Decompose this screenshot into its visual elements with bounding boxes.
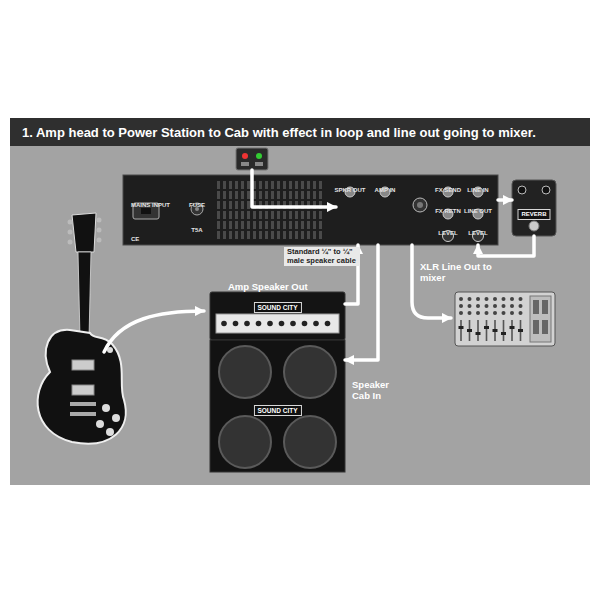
- callout-label: Amp Speaker Out: [228, 282, 308, 293]
- panel-label: MAINS INPUT: [131, 202, 170, 209]
- amp-head-body: [210, 292, 345, 340]
- panel-label: FX RETN: [435, 208, 461, 215]
- speaker-cab-body: [210, 340, 345, 472]
- mixer-controls: [459, 297, 549, 341]
- panel-label: LEVEL: [468, 230, 487, 237]
- cable-note: Standard ¼" to ¼" male speaker cable: [284, 247, 360, 266]
- logo-text: SOUND CITY: [253, 405, 301, 416]
- callout-label: XLR Line Out to mixer: [420, 262, 492, 284]
- cable-connector: [498, 198, 512, 202]
- speaker-cab: SOUND CITY: [210, 340, 345, 472]
- cable: [104, 170, 451, 352]
- mixer: [455, 292, 555, 346]
- panel-label: CE: [131, 236, 139, 243]
- reverb-pedal: REVERB: [512, 180, 556, 236]
- footswitch: [236, 148, 268, 170]
- power-station-body: [123, 175, 498, 245]
- reverb-pedal-body: [512, 180, 556, 236]
- logo-text: SOUND CITY: [253, 302, 301, 313]
- panel-label: FX SEND: [435, 187, 461, 194]
- panel-label: FUSE: [189, 202, 205, 209]
- title-text: 1. Amp head to Power Station to Cab with…: [22, 126, 536, 141]
- callout-label: Speaker Cab In: [352, 380, 402, 402]
- panel-label: T5A: [191, 227, 202, 234]
- panel-label: AMP IN: [375, 187, 396, 194]
- logo-text: REVERB: [517, 209, 550, 220]
- amp-knobs: [221, 321, 330, 327]
- power-station-panel: MAINS INPUT FUSE T5A CE SPKR OUT AMP IN FX SEN…: [123, 175, 498, 245]
- title-bar: 1. Amp head to Power Station to Cab with…: [10, 118, 590, 146]
- ground-panel: [10, 118, 590, 485]
- panel-label: LINE IN: [467, 187, 488, 194]
- panel-label: SPKR OUT: [334, 187, 365, 194]
- guitar: [38, 213, 126, 444]
- cable-connector: [478, 236, 534, 256]
- panel-label: LINE OUT: [464, 208, 492, 215]
- amp-head: SOUND CITY: [210, 292, 345, 340]
- panel-label: LEVEL: [438, 230, 457, 237]
